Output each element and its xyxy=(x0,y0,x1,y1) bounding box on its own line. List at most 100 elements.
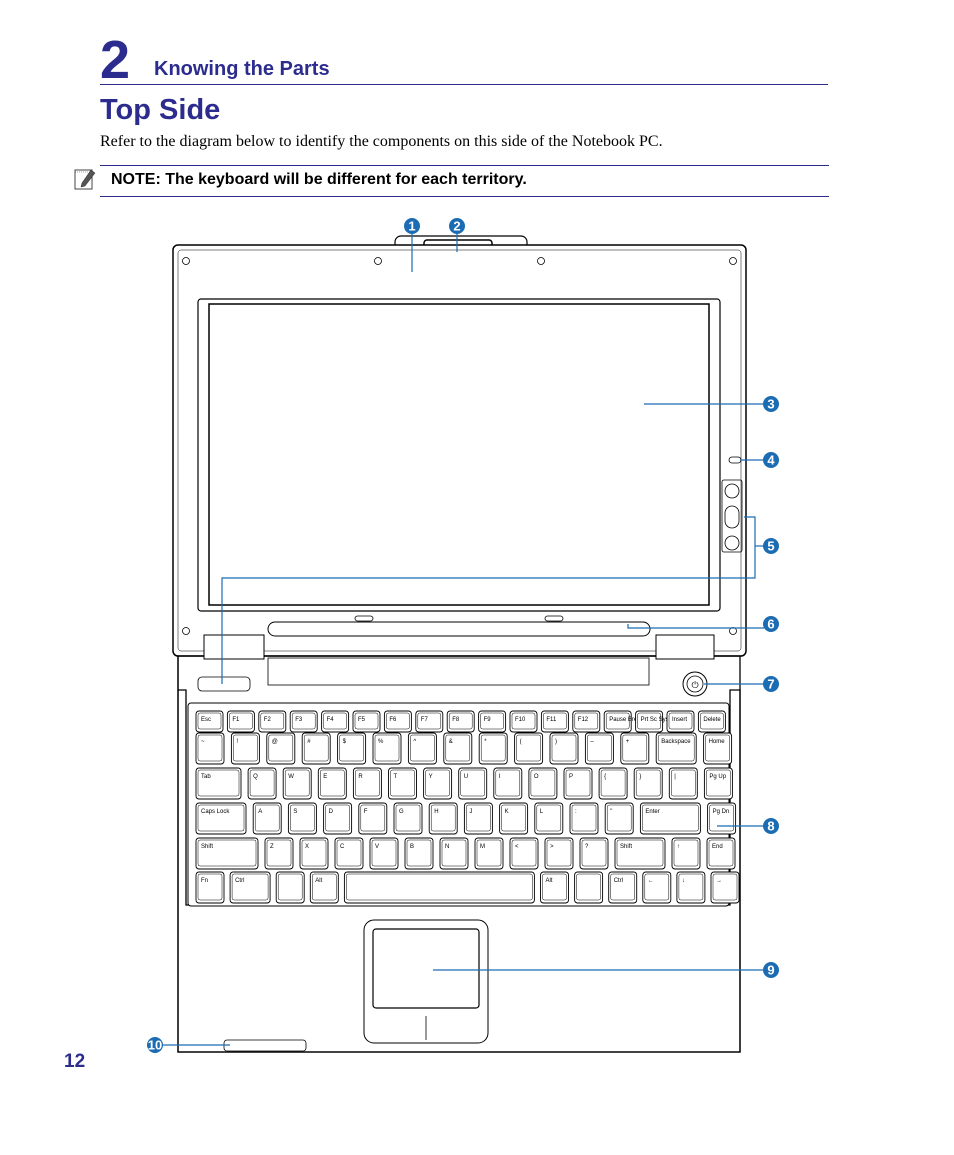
keyboard-key[interactable]: ↑ xyxy=(671,837,701,870)
keyboard-key[interactable]: L xyxy=(534,802,564,835)
keyboard-key[interactable]: K xyxy=(499,802,529,835)
callout-leaders xyxy=(162,232,764,1046)
keyboard-key[interactable]: < xyxy=(509,837,539,870)
keyboard-key[interactable]: ? xyxy=(579,837,609,870)
keyboard-key-label: Alt xyxy=(546,878,553,884)
keyboard-key[interactable]: Enter xyxy=(639,802,701,835)
note-bottom-rule xyxy=(100,196,829,197)
keyboard-key[interactable]: F xyxy=(358,802,388,835)
keyboard-key[interactable]: ( xyxy=(514,732,544,765)
keyboard-key[interactable]: Caps Lock xyxy=(195,802,247,835)
keyboard-key[interactable]: Home xyxy=(703,732,733,765)
keyboard-key[interactable]: H xyxy=(428,802,458,835)
keyboard-key[interactable]: Fn xyxy=(195,871,225,904)
keyboard-key[interactable]: Y xyxy=(423,767,453,800)
keyboard-key[interactable]: A xyxy=(252,802,282,835)
keyboard-key[interactable]: Pg Dn xyxy=(707,802,737,835)
keyboard-key[interactable]: Shift xyxy=(614,837,666,870)
keyboard-key[interactable]: End xyxy=(706,837,736,870)
keyboard-key-label: : xyxy=(575,809,577,815)
keyboard-key[interactable]: S xyxy=(287,802,317,835)
keyboard-key[interactable]: Ctrl xyxy=(608,871,638,904)
keyboard-key[interactable]: Esc xyxy=(195,710,224,733)
keyboard-key[interactable]: Q xyxy=(247,767,277,800)
keyboard-key[interactable]: } xyxy=(633,767,663,800)
keyboard-key[interactable]: E xyxy=(317,767,347,800)
keyboard-key[interactable]: ~ xyxy=(195,732,225,765)
keyboard-key[interactable]: D xyxy=(323,802,353,835)
keyboard-key[interactable]: > xyxy=(544,837,574,870)
keyboard-key[interactable]: Prt Sc Sys Rq xyxy=(635,710,678,733)
keyboard-key[interactable]: F12 xyxy=(572,710,601,733)
keyboard-key[interactable]: Insert xyxy=(666,710,695,733)
keyboard-key[interactable]: F7 xyxy=(415,710,444,733)
keyboard-key[interactable]: O xyxy=(528,767,558,800)
keyboard-key[interactable]: # xyxy=(301,732,331,765)
keyboard-key[interactable]: P xyxy=(563,767,593,800)
keyboard-key[interactable]: Shift xyxy=(195,837,259,870)
keyboard-key[interactable]: W xyxy=(282,767,312,800)
keyboard-key[interactable]: G xyxy=(393,802,423,835)
keyboard-key[interactable]: U xyxy=(458,767,488,800)
keyboard-key[interactable]: V xyxy=(369,837,399,870)
keyboard-key[interactable]: I xyxy=(493,767,523,800)
keyboard-key[interactable]: F6 xyxy=(383,710,412,733)
keyboard-key[interactable]: ↓ xyxy=(676,871,706,904)
keyboard-key[interactable]: Z xyxy=(264,837,294,870)
keyboard-key[interactable]: X xyxy=(299,837,329,870)
keyboard-key[interactable]: F1 xyxy=(226,710,255,733)
keyboard-key[interactable]: F2 xyxy=(258,710,287,733)
keyboard-key[interactable]: F9 xyxy=(478,710,507,733)
keyboard-key-label: B xyxy=(410,844,414,850)
keyboard-key[interactable]: & xyxy=(443,732,473,765)
keyboard-key[interactable]: M xyxy=(474,837,504,870)
keyboard-key[interactable]: F10 xyxy=(509,710,538,733)
keyboard-key[interactable] xyxy=(275,871,305,904)
keyboard-key[interactable]: $ xyxy=(337,732,367,765)
keyboard-key[interactable]: → xyxy=(710,871,740,904)
keyboard-key[interactable]: Alt xyxy=(309,871,339,904)
keyboard-key[interactable]: ← xyxy=(642,871,672,904)
keyboard-key[interactable]: C xyxy=(334,837,364,870)
keyboard-key-label: ) xyxy=(555,739,557,745)
keyboard-key[interactable]: * xyxy=(478,732,508,765)
keyboard-key-label: F7 xyxy=(421,717,429,723)
keyboard-key[interactable] xyxy=(574,871,604,904)
keyboard-key[interactable]: Pause Break xyxy=(603,710,645,733)
keyboard-key[interactable]: B xyxy=(404,837,434,870)
keyboard-key[interactable]: Delete xyxy=(697,710,726,733)
keyboard-key[interactable]: F5 xyxy=(352,710,381,733)
keyboard-key[interactable]: Ctrl xyxy=(229,871,271,904)
note-top-rule xyxy=(100,165,829,166)
keyboard-key[interactable]: Pg Up xyxy=(703,767,733,800)
keyboard-key[interactable]: ! xyxy=(230,732,260,765)
keyboard-key-label: Home xyxy=(709,739,726,745)
keyboard-key[interactable]: R xyxy=(352,767,382,800)
keyboard-key-label: @ xyxy=(272,739,278,745)
keyboard-key[interactable]: F11 xyxy=(540,710,569,733)
keyboard-key[interactable]: F8 xyxy=(446,710,475,733)
keyboard-key[interactable]: – xyxy=(584,732,614,765)
keyboard-key[interactable]: Alt xyxy=(540,871,569,904)
keyboard-key[interactable]: N xyxy=(439,837,469,870)
keyboard-key[interactable]: J xyxy=(463,802,493,835)
keyboard-key[interactable]: Tab xyxy=(195,767,242,800)
keyboard-key[interactable]: F3 xyxy=(289,710,318,733)
keyboard-key[interactable]: ) xyxy=(549,732,579,765)
keyboard-key[interactable] xyxy=(343,871,535,904)
keyboard-key[interactable]: Backspace xyxy=(655,732,697,765)
keyboard-key-label: F8 xyxy=(452,717,460,723)
keyboard-key[interactable]: + xyxy=(620,732,650,765)
keyboard-key[interactable]: F4 xyxy=(321,710,350,733)
keyboard-key[interactable]: ^ xyxy=(407,732,437,765)
keyboard-key[interactable]: : xyxy=(569,802,599,835)
keyboard-key[interactable]: % xyxy=(372,732,402,765)
keyboard-key[interactable]: T xyxy=(388,767,417,800)
keyboard-key[interactable]: | xyxy=(668,767,698,800)
keyboard-key[interactable]: @ xyxy=(266,732,296,765)
keyboard-key[interactable]: " xyxy=(604,802,634,835)
keyboard-key-label: " xyxy=(610,809,612,815)
keyboard-key-label: Enter xyxy=(645,809,659,815)
keyboard-key-label: > xyxy=(550,844,554,850)
keyboard-key[interactable]: { xyxy=(598,767,628,800)
